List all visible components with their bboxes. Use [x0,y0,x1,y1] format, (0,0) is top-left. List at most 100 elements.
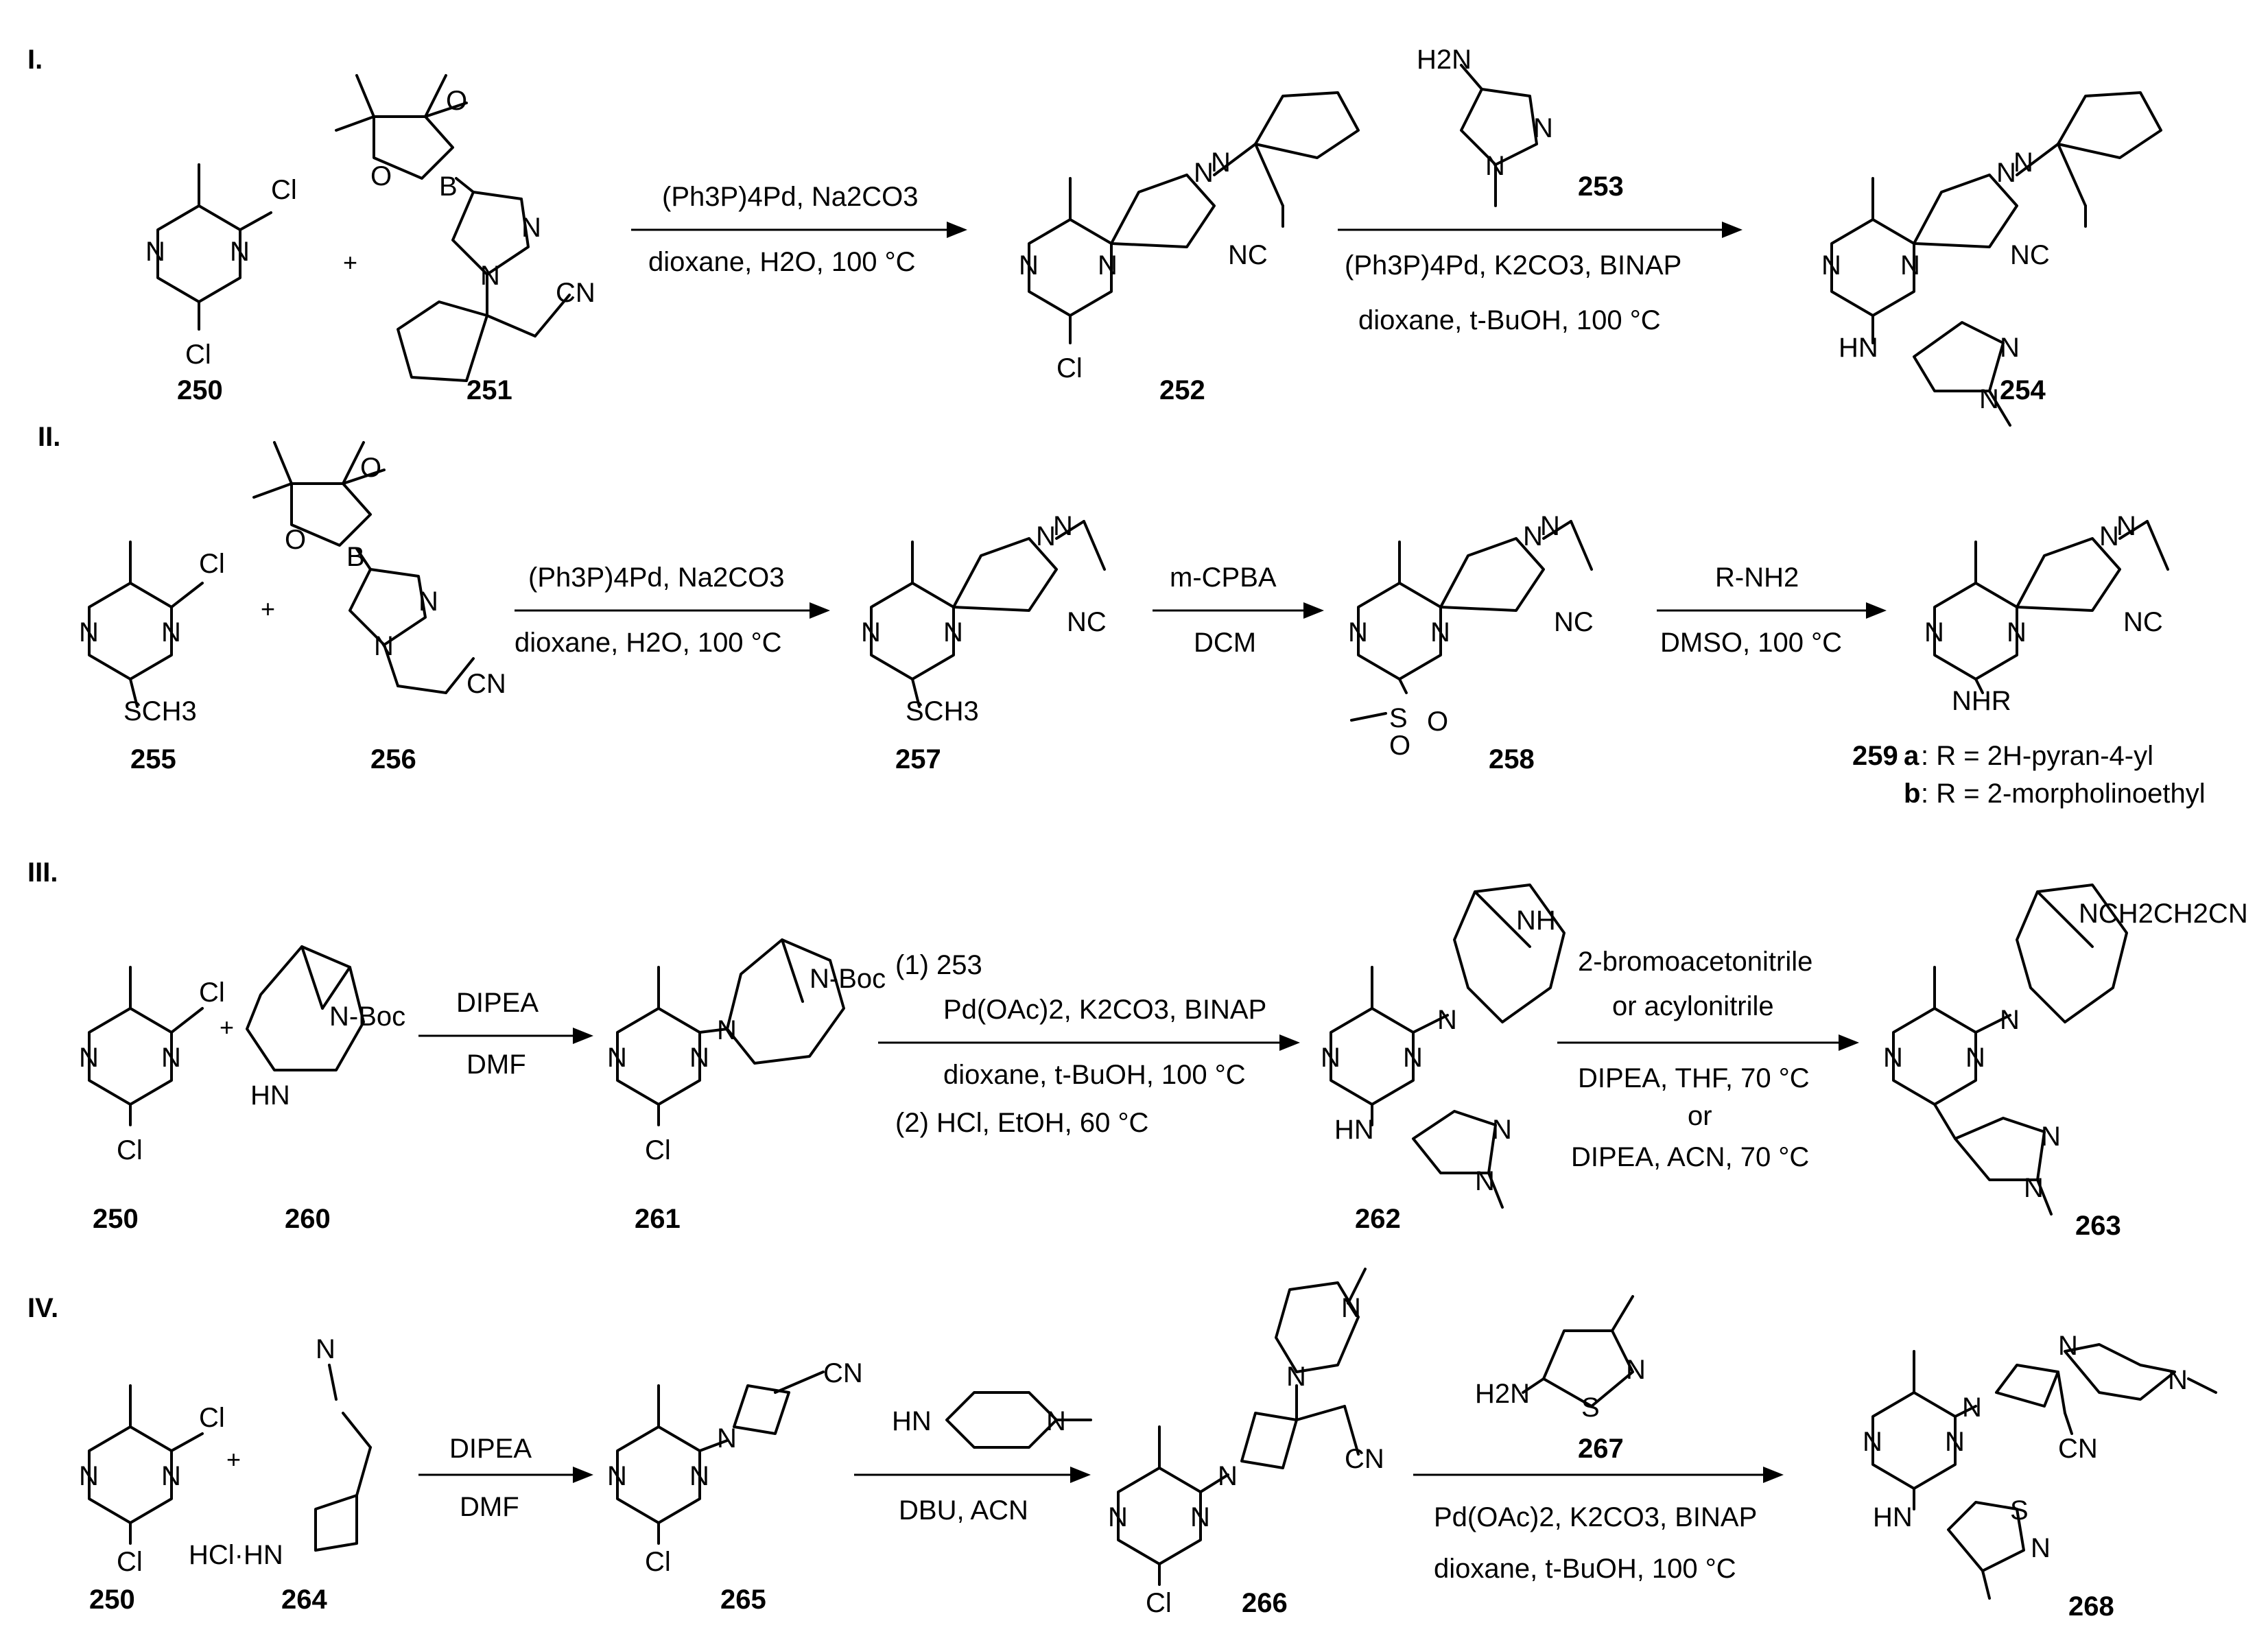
atom-HN: HN [1839,333,1878,363]
atom-H2N: H2N [1417,45,1472,75]
compound-label-258: 258 [1489,744,1535,774]
atom-Cl: Cl [199,977,225,1008]
compound-label-254: 254 [2000,375,2046,405]
atom-N: N [1996,158,2016,188]
atom-CN: CN [1345,1444,1384,1474]
atom-Cl: Cl [185,340,211,370]
atom-N: N [418,586,438,617]
compound-label-262: 262 [1355,1204,1401,1234]
compound-label-251: 251 [466,375,512,405]
atom-CN: CN [556,278,595,308]
atom-N: N [79,1461,99,1491]
atom-NC: NC [1067,607,1107,637]
atom-N: N [2058,1331,2078,1361]
reaction-arrow [1153,602,1324,619]
atom-N: N [1430,617,1450,648]
atom-NC: NC [1228,240,1268,270]
atom-N: N [1475,1166,1495,1196]
reaction-conditions: DMF [460,1492,519,1522]
compound-label-250: 250 [93,1204,139,1234]
compound-label-253: 253 [1578,171,1624,202]
reaction-conditions: Pd(OAc)2, K2CO3, BINAP [1434,1502,1757,1532]
atom-N: N [1945,1427,1965,1457]
atom-N: N [374,631,394,661]
atom-N: N [1626,1355,1646,1385]
structure-256: O O B N N CN [252,441,506,699]
atom-S: S [1581,1392,1600,1423]
compound-label-260: 260 [285,1204,331,1234]
reaction-conditions: dioxane, t-BuOH, 100 °C [1358,305,1661,335]
compound-label-261: 261 [635,1204,681,1234]
plus-sign: + [343,248,357,276]
atom-N: N [1348,617,1368,648]
atom-N: N [1533,113,1553,143]
atom-N: N [521,213,541,243]
structure-262: NH N N N HN N N [1321,884,1566,1209]
variant-label-b: b [1904,779,1920,809]
reaction-conditions: dioxane, t-BuOH, 100 °C [943,1060,1246,1090]
atom-Cl: Cl [117,1135,143,1165]
atom-H2N: H2N [1475,1379,1530,1409]
atom-N: N [79,1043,99,1073]
atom-N: N [1108,1502,1128,1532]
atom-N: N [607,1461,627,1491]
atom-Cl: Cl [199,549,225,579]
atom-N: N [1211,147,1231,178]
atom-N: N [2099,521,2119,552]
section-label-IV: IV. [27,1293,58,1323]
atom-N: N [2024,1173,2044,1203]
reaction-conditions: DIPEA, THF, 70 °C [1578,1063,1810,1093]
reaction-arrow [1338,222,1743,238]
reaction-conditions: DIPEA, ACN, 70 °C [1571,1142,1809,1172]
atom-N: N [1019,250,1039,281]
atom-Cl: Cl [117,1547,143,1577]
atom-HN: HN [1873,1502,1913,1532]
atom-N: N [1321,1043,1340,1073]
atom-N: N [1962,1392,1982,1423]
atom-HN: HN [1334,1115,1374,1145]
atom-N: N [1863,1427,1882,1457]
atom-NCH2CH2CN: NCH2CH2CN [2079,899,2248,929]
atom-N: N [943,617,963,648]
compound-label-250: 250 [177,375,223,405]
reaction-conditions: DMSO, 100 °C [1660,628,1842,658]
atom-N: N [1341,1293,1361,1323]
plus-sign: + [261,595,275,623]
reaction-conditions: 2-bromoacetonitrile [1578,947,1812,977]
compound-label-264: 264 [281,1585,327,1615]
atom-O: O [370,161,392,191]
structure-267: H2N N S [1475,1295,1646,1423]
atom-HN: HN [892,1406,932,1436]
compound-label-250: 250 [89,1585,135,1615]
atom-Cl: Cl [271,175,297,205]
atom-N: N [1540,511,1560,541]
atom-SCH3: SCH3 [123,696,197,726]
compound-label-266: 266 [1242,1588,1288,1618]
atom-N: N [230,237,250,267]
reaction-conditions: DCM [1194,628,1256,658]
variant-text-b: : R = 2-morpholinoethyl [1921,779,2206,809]
structure-255: Cl N N SCH3 [79,541,225,726]
reaction-conditions: (1) 253 [895,950,982,980]
atom-N: N [2000,333,2020,363]
atom-N: N [1053,511,1073,541]
reaction-conditions: R-NH2 [1715,562,1799,593]
structure-n-methylpiperazine: HN N [892,1391,1092,1449]
reaction-conditions: or [1688,1101,1712,1131]
section-label-I: I. [27,45,43,75]
atom-S: S [2010,1495,2029,1526]
atom-N: N [1900,250,1920,281]
structure-259: N N N N NC NHR [1924,511,2169,716]
compound-label-267: 267 [1578,1434,1624,1464]
atom-N: N [1821,250,1841,281]
plus-sign: + [220,1013,234,1041]
atom-N: N [1190,1502,1210,1532]
compound-label-268: 268 [2068,1591,2114,1622]
section-label-III: III. [27,857,58,888]
atom-N: N [2007,617,2027,648]
reaction-conditions: DBU, ACN [899,1495,1028,1526]
structure-268: N N N CN N N HN S N [1863,1331,2217,1600]
section-label-II: II. [38,422,60,452]
atom-N: N [161,617,181,648]
